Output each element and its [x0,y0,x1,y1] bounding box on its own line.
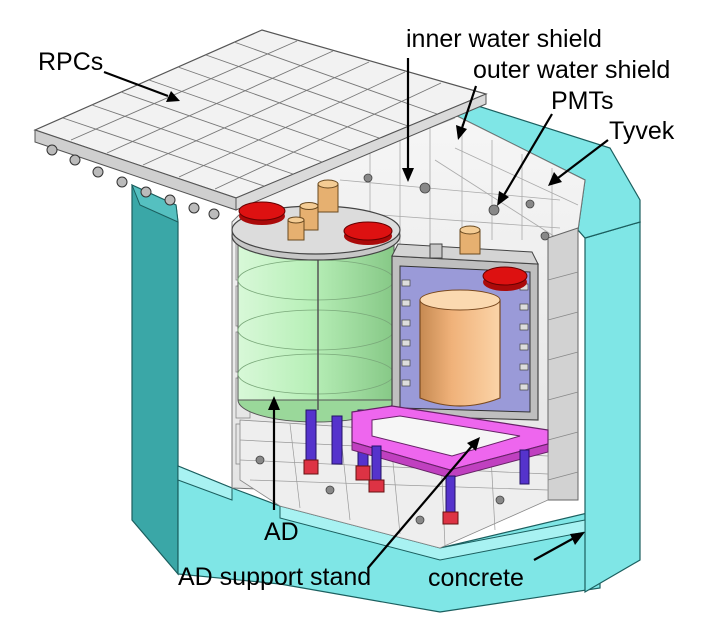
label-rpcs: RPCs [38,48,104,76]
label-ad-support-stand: AD support stand [178,563,372,591]
label-pmts: PMTs [551,87,614,115]
label-concrete: concrete [428,564,524,592]
label-ad: AD [264,518,299,546]
concrete-pool [131,90,642,613]
antineutrino-detector-right-cutaway [391,225,539,421]
label-inner-water-shield: inner water shield [406,25,602,53]
label-tyvek: Tyvek [609,117,675,145]
antineutrino-detector-left [231,179,401,481]
label-outer-water-shield: outer water shield [473,56,671,84]
leader-lines [103,58,609,569]
rpc-roof [33,29,488,220]
